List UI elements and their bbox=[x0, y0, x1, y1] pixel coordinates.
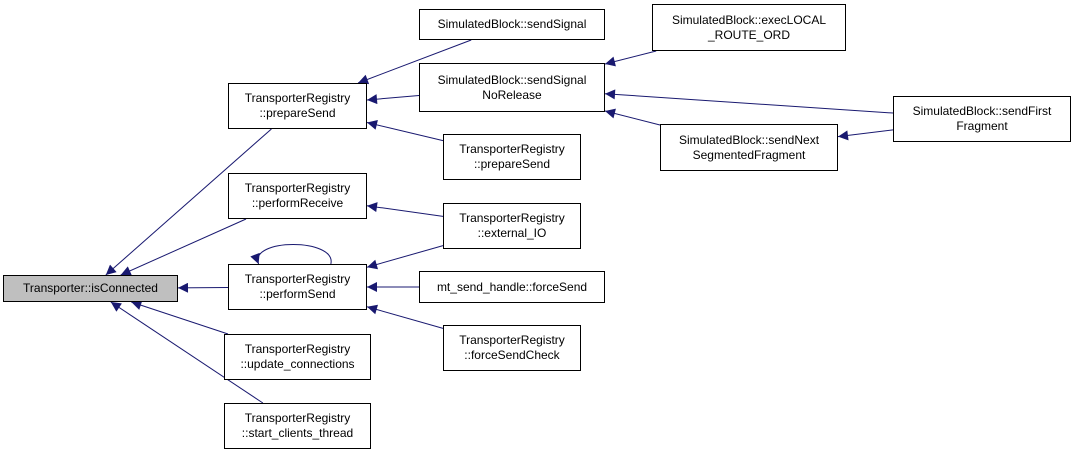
edge-tr-force-send-check-to-tr-perform-send bbox=[366, 304, 444, 329]
edge-sb-send-first-fragment-to-sb-send-next-segmented bbox=[837, 129, 894, 141]
edge-tr-external-io-to-tr-perform-send bbox=[366, 245, 444, 270]
node-label: Transporter::isConnected bbox=[23, 281, 158, 295]
node-label: SimulatedBlock::sendFirst Fragment bbox=[912, 104, 1052, 133]
node-label: TransporterRegistry ::prepareSend bbox=[244, 91, 351, 120]
edge-sb-send-next-segmented-to-sb-send-signal-norelease bbox=[604, 108, 661, 126]
edge-sb-exec-local-route-to-sb-send-signal-norelease bbox=[604, 50, 657, 67]
node-transporterregistry-preparesend[interactable]: TransporterRegistry ::prepareSend bbox=[228, 83, 367, 129]
node-transporterregistry-external-io[interactable]: TransporterRegistry ::external_IO bbox=[443, 203, 581, 249]
node-label: SimulatedBlock::sendSignal NoRelease bbox=[437, 72, 587, 102]
node-transporterregistry-performreceive[interactable]: TransporterRegistry ::performReceive bbox=[228, 173, 367, 219]
edge-tr-external-io-to-tr-perform-receive bbox=[366, 202, 444, 217]
node-label: TransporterRegistry ::prepareSend bbox=[459, 142, 565, 171]
node-label: SimulatedBlock::sendNext SegmentedFragme… bbox=[678, 132, 820, 162]
node-label: SimulatedBlock::sendSignal bbox=[437, 17, 587, 31]
edge-tr-perform-receive-to-root bbox=[120, 218, 247, 276]
edge-sb-send-signal-to-tr-prepare-send-1 bbox=[357, 39, 472, 85]
node-transporter-isconnected: Transporter::isConnected bbox=[3, 275, 178, 302]
edge-tr-prepare-send-1-to-root bbox=[105, 128, 272, 276]
node-simulatedblock-sendnextsegmentedfragment[interactable]: SimulatedBlock::sendNext SegmentedFragme… bbox=[660, 124, 838, 171]
edge-tr-start-clients-thread-to-root bbox=[110, 301, 264, 404]
edge-sb-send-signal-norelease-to-tr-prepare-send-1 bbox=[366, 94, 420, 105]
node-simulatedblock-sendsignal[interactable]: SimulatedBlock::sendSignal bbox=[419, 9, 605, 40]
node-label: TransporterRegistry ::update_connections bbox=[240, 342, 355, 371]
edge-tr-perform-send-to-tr-perform-send bbox=[250, 244, 332, 265]
node-simulatedblock-sendfirstfragment[interactable]: SimulatedBlock::sendFirst Fragment bbox=[893, 96, 1071, 142]
node-label: TransporterRegistry ::performReceive bbox=[244, 181, 351, 210]
node-transporterregistry-performsend[interactable]: TransporterRegistry ::performSend bbox=[228, 264, 367, 310]
node-transporterregistry-forcesendcheck[interactable]: TransporterRegistry ::forceSendCheck bbox=[443, 325, 581, 371]
node-simulatedblock-execlocal-route-ord[interactable]: SimulatedBlock::execLOCAL _ROUTE_ORD bbox=[652, 4, 846, 51]
edge-sb-send-first-fragment-to-sb-send-signal-norelease bbox=[604, 89, 894, 114]
edge-tr-prepare-send-2-to-tr-prepare-send-1 bbox=[366, 119, 444, 142]
node-label: TransporterRegistry ::forceSendCheck bbox=[459, 333, 565, 362]
node-label: SimulatedBlock::execLOCAL _ROUTE_ORD bbox=[671, 12, 827, 42]
node-mt-send-handle-forcesend[interactable]: mt_send_handle::forceSend bbox=[419, 271, 605, 303]
node-transporterregistry-start-clients-thread[interactable]: TransporterRegistry ::start_clients_thre… bbox=[224, 403, 371, 449]
node-transporterregistry-preparesend-2[interactable]: TransporterRegistry ::prepareSend bbox=[443, 134, 581, 180]
node-label: TransporterRegistry ::start_clients_thre… bbox=[241, 411, 354, 440]
edge-tr-update-connections-to-root bbox=[131, 300, 229, 335]
node-label: TransporterRegistry ::external_IO bbox=[459, 211, 565, 240]
node-transporterregistry-update-connections[interactable]: TransporterRegistry ::update_connections bbox=[224, 334, 371, 380]
node-label: TransporterRegistry ::performSend bbox=[244, 272, 351, 301]
node-simulatedblock-sendsignalnorelease[interactable]: SimulatedBlock::sendSignal NoRelease bbox=[419, 63, 605, 112]
node-label: mt_send_handle::forceSend bbox=[436, 279, 588, 294]
